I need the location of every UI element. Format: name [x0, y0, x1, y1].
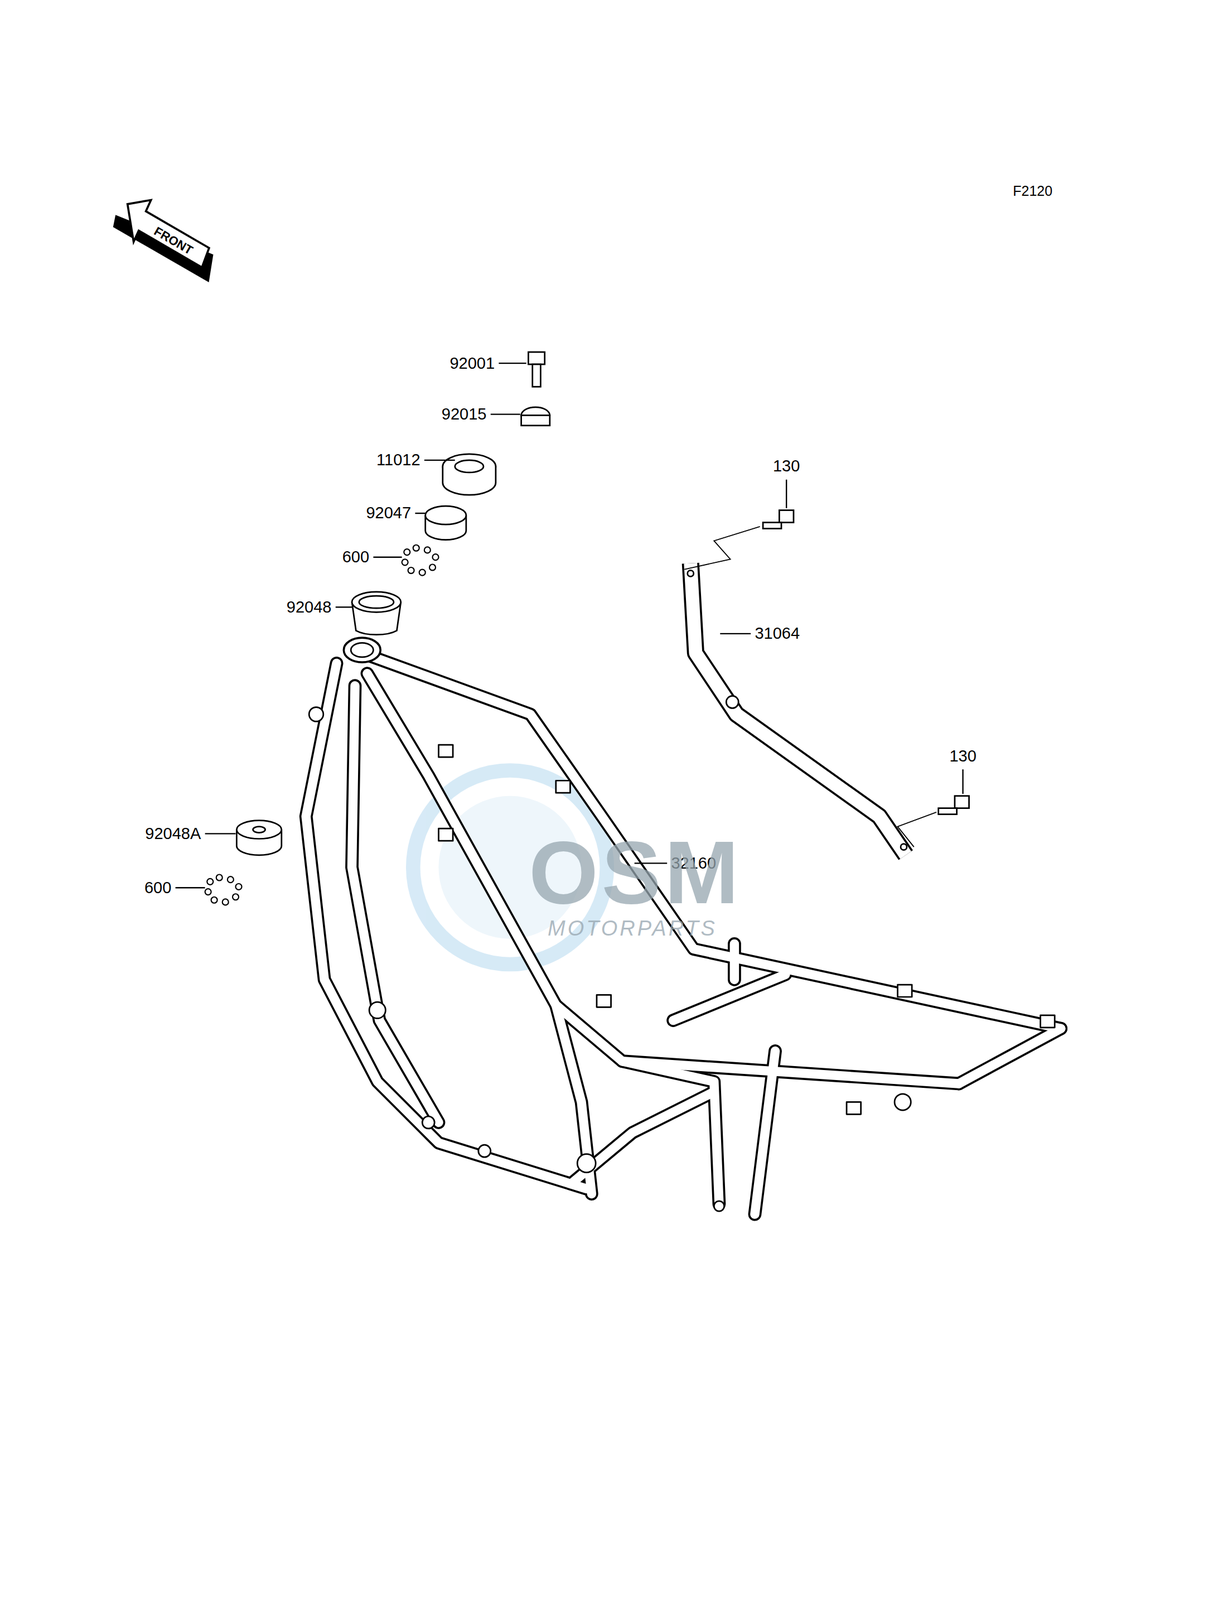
watermark: MOTORPARTS [547, 917, 718, 939]
watermark: OSM [528, 827, 742, 917]
steering-parts [236, 351, 550, 855]
callout-number: 600 [342, 548, 370, 565]
frame [306, 637, 1061, 1214]
callout-number: 130 [949, 747, 976, 765]
callout-number: 130 [772, 457, 800, 475]
figure-code: F2120 [1012, 184, 1053, 198]
leader-lines [175, 363, 964, 888]
callout-number: 92048A [144, 825, 201, 842]
callout-number: 11012 [376, 451, 421, 468]
bolt [762, 510, 969, 815]
callout-number: 92048 [286, 598, 332, 616]
callout-number: 31064 [754, 625, 800, 642]
callout-number: 92047 [365, 504, 412, 521]
callout-number: 92015 [441, 405, 487, 423]
callout-number: 92001 [449, 355, 495, 372]
bracket-31064 [687, 563, 907, 855]
steel-balls [205, 544, 439, 906]
front-arrow [114, 200, 213, 281]
callout-number: 600 [144, 879, 172, 896]
